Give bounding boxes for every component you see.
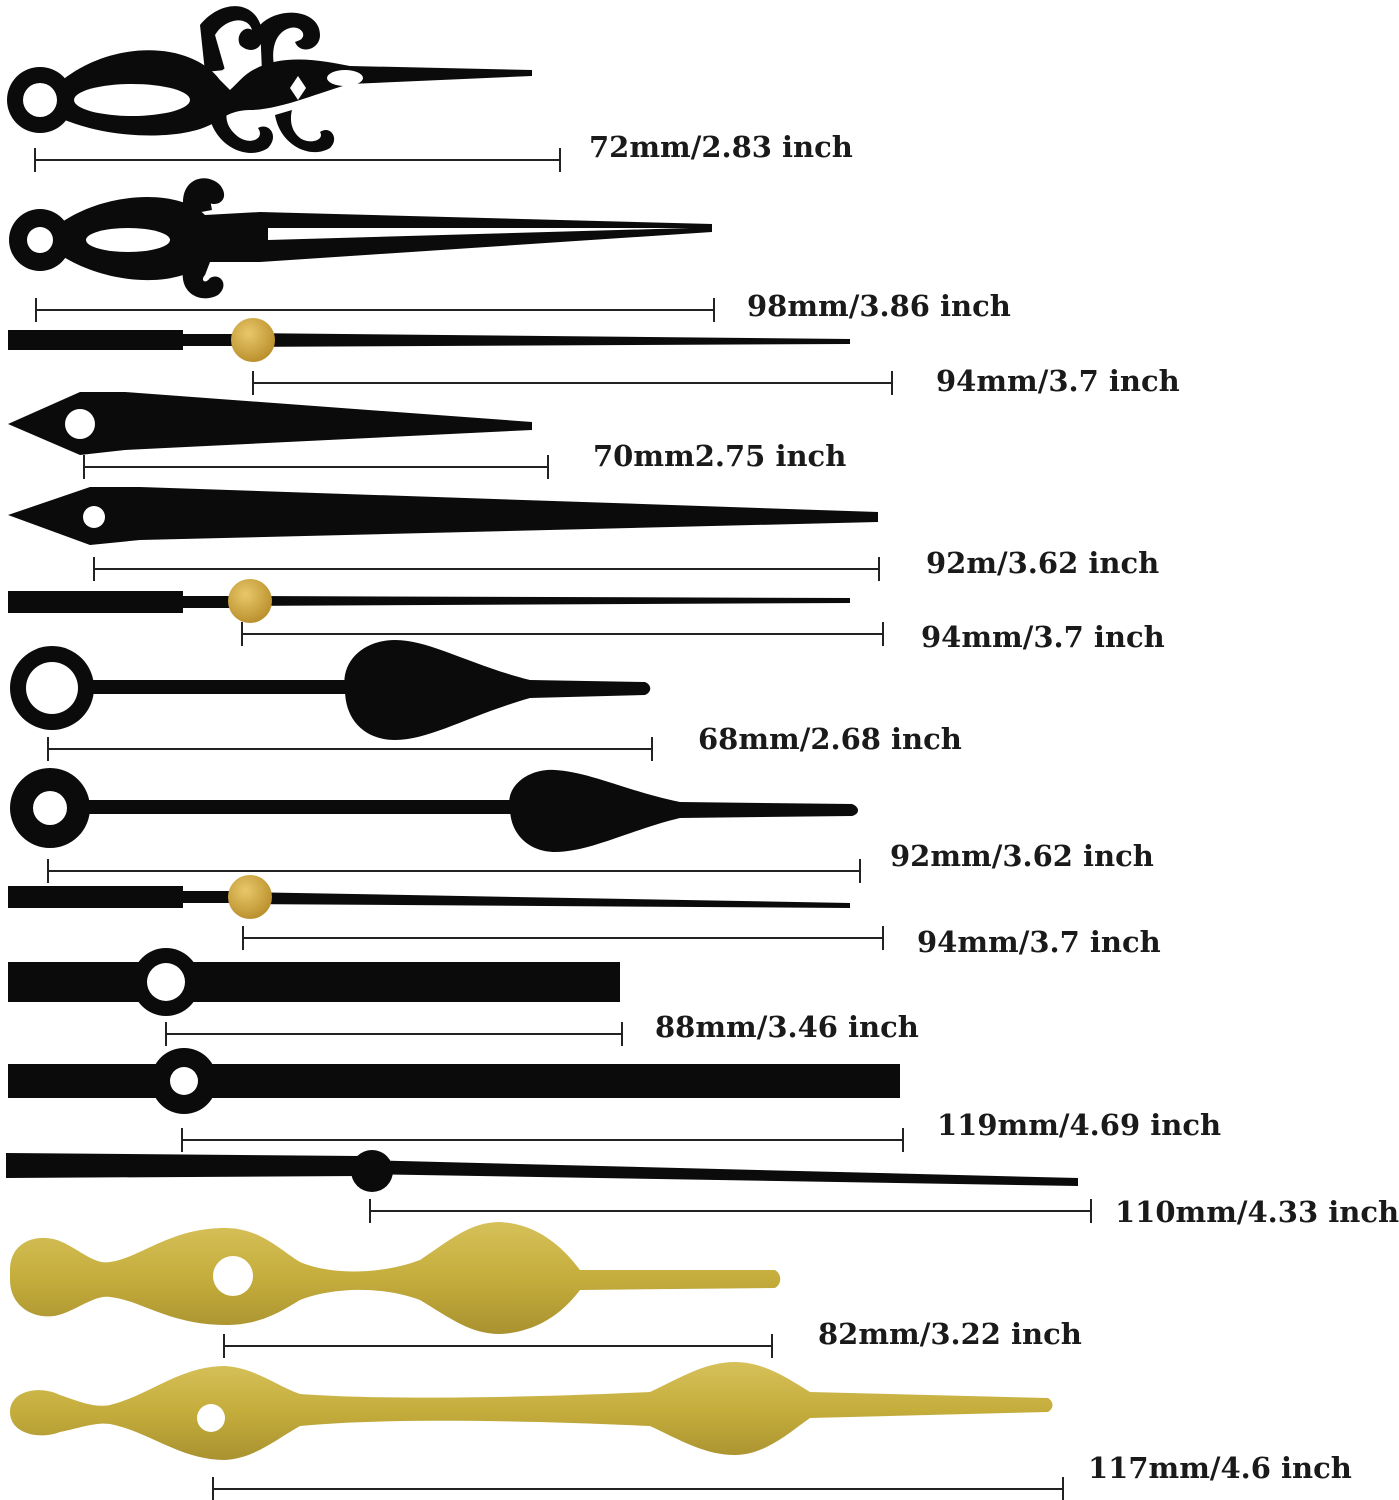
hand-second-2 (8, 579, 850, 623)
hand-bar-long (8, 1048, 900, 1114)
hand-ornate-short (7, 6, 532, 153)
hand-teardrop-short (10, 640, 651, 740)
hand-brass-short (10, 1222, 781, 1334)
ornate-long-cutouts (27, 227, 690, 253)
ornate-short-cutouts (23, 62, 363, 117)
dimension-label: 94mm/3.7 inch (917, 925, 1161, 959)
dimension-label: 68mm/2.68 inch (698, 722, 962, 756)
dimension-label: 72mm/2.83 inch (589, 130, 853, 164)
brass-cap-icon (228, 875, 272, 919)
dimension-label: 92mm/3.62 inch (890, 839, 1154, 873)
hand-bar-short (8, 948, 620, 1016)
hand-second-1 (8, 318, 850, 362)
hand-spade-long (8, 487, 878, 545)
hand-brass-long (10, 1362, 1053, 1460)
dimension-label: 88mm/3.46 inch (655, 1010, 919, 1044)
hand-second-3 (8, 875, 850, 919)
dimension-label: 70mm2.75 inch (593, 439, 847, 473)
hand-second-4 (6, 1150, 1078, 1192)
brass-cap-icon (231, 318, 275, 362)
dimension-label: 119mm/4.69 inch (937, 1108, 1222, 1142)
dimension-label: 94mm/3.7 inch (936, 364, 1180, 398)
dimension-label: 92m/3.62 inch (926, 546, 1160, 580)
hand-ornate-long (9, 178, 712, 299)
dimension-label: 82mm/3.22 inch (818, 1317, 1082, 1351)
dimension-lines (34, 148, 1092, 1500)
dimension-label: 98mm/3.86 inch (747, 289, 1011, 323)
dimension-label: 110mm/4.33 inch (1115, 1195, 1399, 1229)
brass-cap-icon (228, 579, 272, 623)
dimension-label: 94mm/3.7 inch (921, 620, 1165, 654)
dimension-label: 117mm/4.6 inch (1088, 1451, 1352, 1485)
hand-teardrop-long (10, 768, 858, 852)
hand-spade-short (8, 392, 532, 455)
